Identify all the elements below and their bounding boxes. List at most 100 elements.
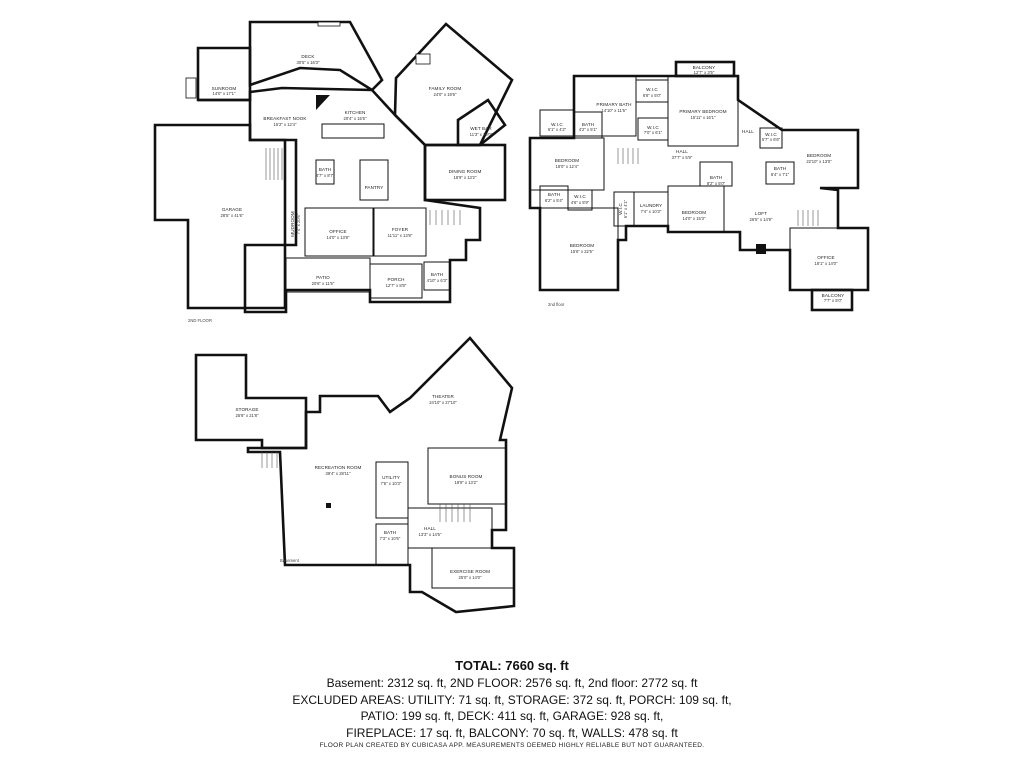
room-name: DECK <box>301 54 315 59</box>
room-dimension: 18'1" x 14'0" <box>815 261 838 266</box>
column-marker <box>326 503 331 508</box>
room-dimension: 20'8" x 11'5" <box>312 281 335 286</box>
room-dimension: 8'2" x 5'0" <box>707 181 726 186</box>
deck-outline <box>248 20 384 92</box>
room-dimension: 30'5" x 16'3" <box>297 60 320 65</box>
garage-outline <box>153 123 287 310</box>
room-name: OFFICE <box>817 255 834 260</box>
room-name: W.I.C <box>574 194 586 199</box>
room-dimension: 7'6" x 10'3" <box>381 481 402 486</box>
bedroom-outline <box>667 185 725 233</box>
room-name: PRIMARY BEDROOM <box>679 109 726 114</box>
room-dimension: 24'0" x 19'6" <box>434 92 457 97</box>
floor-plan-main-level: DECK 30'5" x 16'3" SUNROOM 14'0" x 17'1"… <box>153 20 514 323</box>
utility-outline <box>375 461 409 519</box>
room-name: W.I.C <box>618 203 623 215</box>
room-dimension: 12'7" x 3'5" <box>694 70 715 75</box>
floor-label: 2ND FLOOR <box>188 318 212 323</box>
hall-outline <box>407 507 493 549</box>
room-name: FAMILY ROOM <box>429 86 462 91</box>
bonus-room-outline <box>427 447 507 505</box>
room-name: BEDROOM <box>570 243 595 248</box>
room-dimension: 20'4" x 15'5" <box>344 116 367 121</box>
stairs <box>617 148 819 226</box>
room-dimension: 7'4" x 20'6" <box>296 213 301 234</box>
room-dimension: 25'8" x 21'8" <box>236 413 259 418</box>
room-name: THEATER <box>432 394 454 399</box>
room-name: HALL <box>676 149 688 154</box>
room-name: BATH <box>384 530 396 535</box>
room-dimension: 28'5" x 41'6" <box>221 213 244 218</box>
bath-outline <box>315 159 335 185</box>
room-dimension: 4'6" x 5'9" <box>571 200 590 205</box>
room-name: PATIO <box>316 275 330 280</box>
room-name: BREAKFAST NOOK <box>263 116 307 121</box>
room-name: HALL <box>424 526 436 531</box>
room-dimension: 18'0" x 12'4" <box>556 164 579 169</box>
room-name: LOFT <box>755 211 767 216</box>
room-name: BATH <box>319 167 331 172</box>
family-room-outline <box>393 22 514 147</box>
floor-plan-basement: STORAGE 25'8" x 21'8" THEATER 24'10" x 2… <box>194 336 516 614</box>
room-name: BONUS ROOM <box>450 474 483 479</box>
room-dimension: 7'4" x 10'3" <box>641 209 662 214</box>
room-name: BATH <box>431 272 443 277</box>
room-dimension: 18'9" x 13'2" <box>455 480 478 485</box>
fireplace <box>185 77 197 99</box>
room-dimension: 14'0" x 13'8" <box>327 235 350 240</box>
disclaimer: FLOOR PLAN CREATED BY CUBICASA APP. MEAS… <box>319 742 705 749</box>
room-name: WET BAR <box>470 126 492 131</box>
room-name: KITCHEN <box>345 110 366 115</box>
room-dimension: 5'7" x 6'6" <box>762 137 781 142</box>
room-name: W.I.C <box>647 125 659 130</box>
room-dimension: 6'2" x 5'4" <box>545 198 564 203</box>
room-dimension: 11'11" x 13'8" <box>388 233 413 238</box>
floor-plan: DECK 30'5" x 16'3" SUNROOM 14'0" x 17'1"… <box>153 20 870 614</box>
room-name: HALL <box>742 129 754 134</box>
total-area: TOTAL: 7660 sq. ft <box>455 658 569 673</box>
room-dimension: 11'3" x 10'0" <box>470 132 493 137</box>
room-dimension: 14'10" x 11'5" <box>602 108 627 113</box>
bedroom-outline <box>529 137 605 191</box>
floor-label: 2nd floor <box>548 302 565 307</box>
primary-bath-outline <box>573 75 637 137</box>
room-name: BEDROOM <box>555 158 580 163</box>
main-outline <box>198 86 482 314</box>
room-name: EXERCISE ROOM <box>450 569 490 574</box>
room-name: MUDROOM <box>290 211 295 237</box>
floor-plan-upper-level: BALCONY 12'7" x 3'5" PRIMARY BATH 14'10"… <box>528 60 870 312</box>
room-name: LAUNDRY <box>640 203 663 208</box>
kitchen-island <box>321 123 385 139</box>
excluded-areas-line: PATIO: 199 sq. ft, DECK: 411 sq. ft, GAR… <box>360 709 664 723</box>
fireplace <box>415 53 431 65</box>
room-name: DINING ROOM <box>449 169 482 174</box>
foyer-outline <box>373 207 427 257</box>
storage-outline <box>194 353 308 450</box>
room-name: PANTRY <box>365 185 384 190</box>
primary-bedroom-outline <box>667 75 739 147</box>
wic-outline <box>567 189 593 211</box>
bath-outline <box>539 185 569 209</box>
room-dimension: 18'9" x 13'2" <box>454 175 477 180</box>
floor-areas-line: Basement: 2312 sq. ft, 2ND FLOOR: 2576 s… <box>326 676 698 690</box>
room-dimension: 6'1" x 4'2" <box>548 127 567 132</box>
pantry-outline <box>359 159 389 201</box>
stairs <box>265 148 461 225</box>
room-dimension: 13'3" x 14'5" <box>419 532 442 537</box>
bath-outline <box>765 161 795 185</box>
room-name: FOYER <box>392 227 409 232</box>
basement-outline <box>246 336 516 614</box>
room-name: BALCONY <box>822 293 845 298</box>
fireplace-marker <box>756 244 766 254</box>
room-name: OFFICE <box>329 229 346 234</box>
wic-outline <box>637 117 669 141</box>
room-name: GARAGE <box>222 207 242 212</box>
room-name: STORAGE <box>235 407 258 412</box>
room-dimension: 6'4" x 7'1" <box>771 172 790 177</box>
room-name: BATH <box>710 175 722 180</box>
window <box>317 21 341 27</box>
room-name: PORCH <box>387 277 404 282</box>
room-dimension: 4'2" x 5'1" <box>579 127 598 132</box>
room-dimension: 7'7" x 5'0" <box>824 298 843 303</box>
fireplace-marker <box>316 95 330 110</box>
